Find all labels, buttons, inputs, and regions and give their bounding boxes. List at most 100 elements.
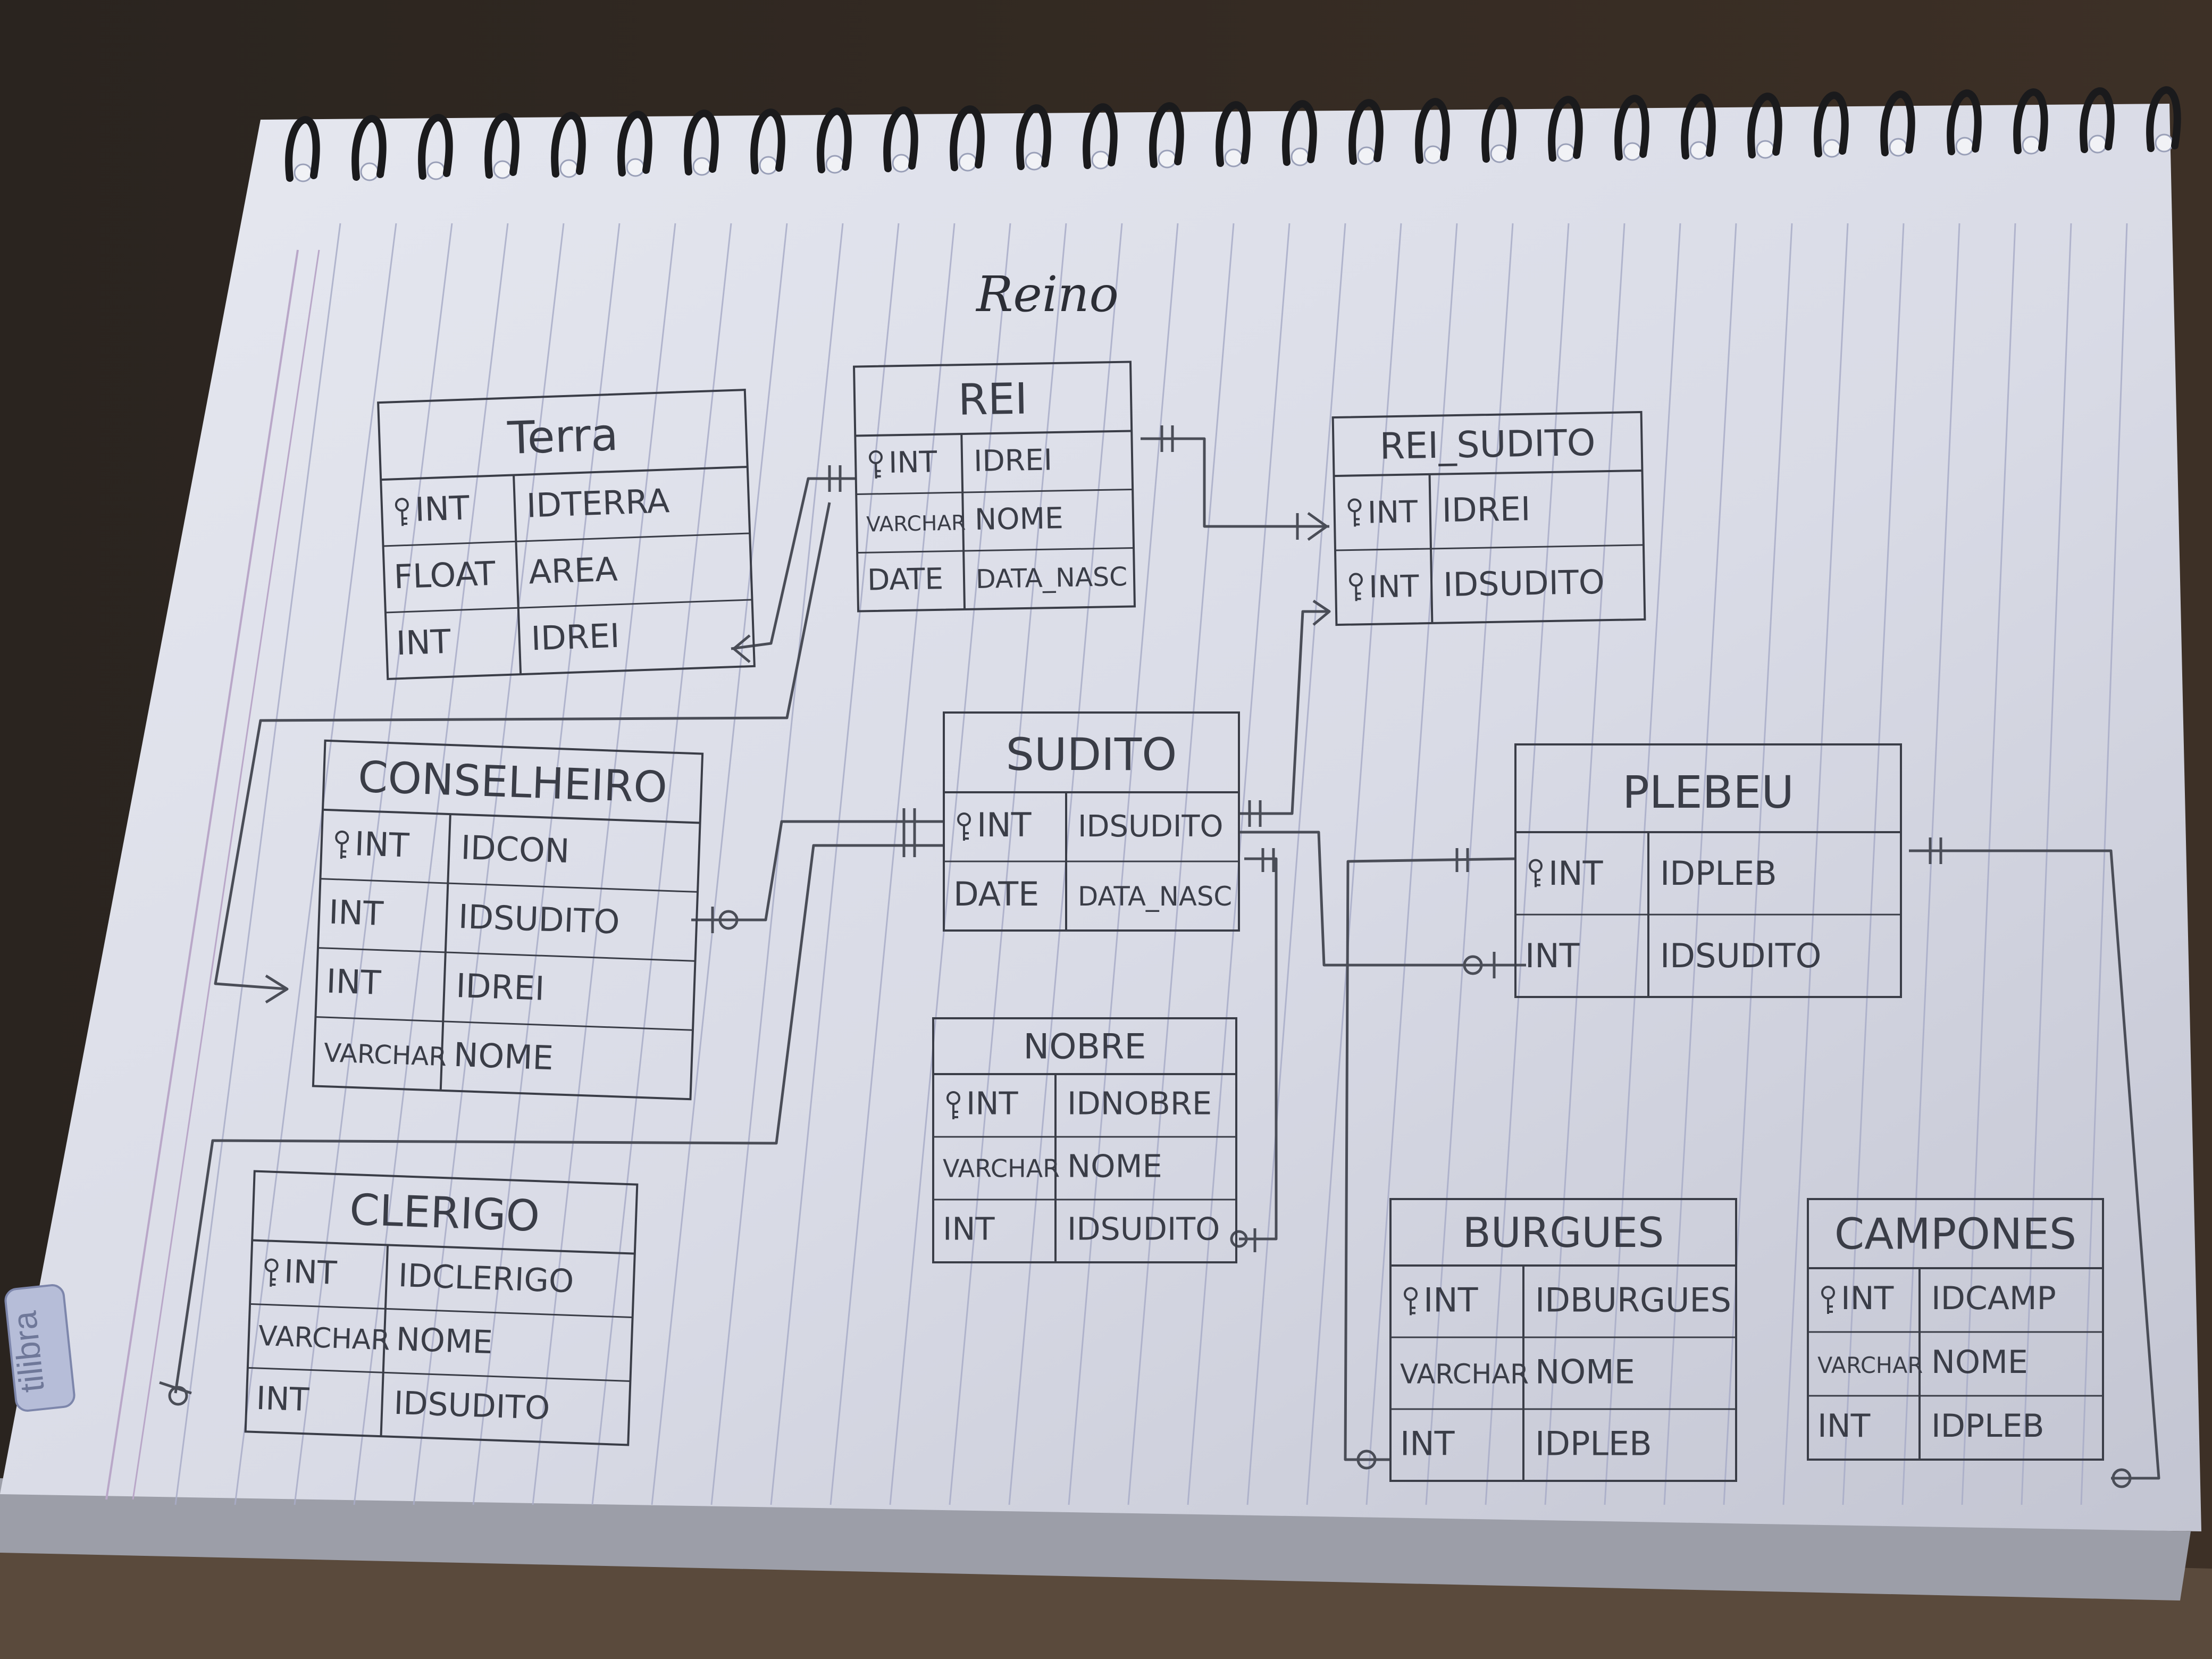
column-type: VARCHAR [1817,1353,1923,1378]
ruled-line [1842,223,1905,1505]
entity-title: BURGUES [1463,1209,1664,1257]
spiral-hole [559,159,579,178]
spiral-hole [426,161,446,180]
ruled-line [2080,223,2128,1505]
ruled-line [651,223,788,1505]
column-name: IDTERRA [526,481,671,525]
spiral-ring [418,114,453,180]
column-name: IDSUDITO [393,1385,550,1427]
ruled-line [1425,223,1514,1505]
one-mark-sudito-reisudito [1248,800,1262,827]
column-type: VARCHAR [866,511,966,537]
column-name: AREA [528,550,618,592]
column-type: FLOAT [393,554,497,597]
spiral-ring [1548,96,1583,162]
spiral-ring [351,115,387,181]
entity-title: NOBRE [1024,1027,1146,1067]
column-type: INT [943,1211,995,1247]
spiral-ring [551,112,586,178]
row-divider [1335,544,1644,551]
row-divider [857,547,1134,554]
entity-box [312,739,704,1101]
column-name: NOME [1067,1148,1162,1185]
column-type: VARCHAR [323,1038,447,1072]
spiral-hole [1556,143,1576,162]
ruled-line [413,223,565,1505]
rel-rei-conselheiro [214,502,831,991]
spiral-hole [1291,147,1310,166]
row-divider [320,878,698,893]
zero-mark-plebeu [1463,955,1483,975]
column-type: INT [889,445,937,480]
column-type: INT [326,961,382,1002]
column-name: IDREI [455,966,545,1008]
spiral-ring [1348,99,1384,165]
spiral-hole [958,153,977,172]
spiral-ring [1216,101,1251,167]
entity-box [377,389,756,680]
row-divider [247,1367,631,1382]
zero-mark-campones [2112,1468,2132,1488]
ruled-line [1782,223,1849,1505]
brand-tag: tilibra [4,1284,76,1412]
column-type: INT [328,892,384,933]
page-stack [0,1478,2191,1601]
spiral-ring [1880,90,1915,156]
ruled-line [889,223,1011,1505]
one-mark-plebeu-campones [1929,837,1942,864]
spiral-ring [1947,89,1982,155]
spiral-hole [1955,137,1974,156]
rel-sudito-conselheiro [691,820,944,921]
spiral-ring [2013,88,2048,154]
column-type: INT [1367,495,1418,531]
spiral-hole [1025,152,1044,171]
spiral-ring [1481,97,1516,163]
entity-column-divider [513,475,522,675]
spiral-hole [692,157,711,176]
column-type: INT [1423,1280,1479,1319]
primary-key-icon [1821,1286,1835,1314]
row-divider [317,947,696,962]
spiral-ring [750,108,785,174]
row-divider [856,488,1133,496]
entity-title: CAMPONES [1834,1210,2076,1260]
column-name: IDCON [460,828,570,870]
spiral-binding [285,86,2181,182]
entity-title: REI [958,374,1028,425]
spiral-hole [1423,145,1443,164]
ruled-line [2021,223,2072,1505]
one-mark-sudito-nobre [1261,848,1275,872]
rel-sudito-reisudito [1239,610,1329,815]
spiral-ring [684,110,719,175]
rel-sudito-plebeu [1239,831,1526,967]
one-mark-plebeu-burgues [1455,848,1469,872]
column-type: VARCHAR [258,1320,391,1357]
spiral-hole [2155,133,2174,153]
margin-line [105,249,320,1500]
zero-mark-burgues [1356,1449,1377,1470]
one-mark-rei-terra [828,465,842,492]
entity-title: PLEBEU [1622,766,1794,818]
spiral-hole [1623,142,1642,161]
entity-box [1807,1198,2104,1461]
column-name: IDPLEB [1660,854,1777,893]
spiral-ring [1083,103,1118,169]
column-name: IDPLEB [1931,1407,2045,1445]
entity-column-divider [380,1245,389,1437]
crowfoot-conselheiro [265,974,289,1004]
spiral-hole [294,163,313,182]
spiral-ring [1747,93,1782,158]
primary-key-icon [1348,573,1363,601]
ruled-line [1663,223,1737,1505]
one-mark-sudito-cler [902,834,916,857]
row-divider [383,532,750,547]
column-name: IDPLEB [1535,1424,1652,1463]
crowfoot-reisudito-1 [1296,512,1328,541]
spiral-ring [1614,95,1649,161]
column-type: INT [1841,1280,1894,1317]
spiral-ring [617,111,652,177]
